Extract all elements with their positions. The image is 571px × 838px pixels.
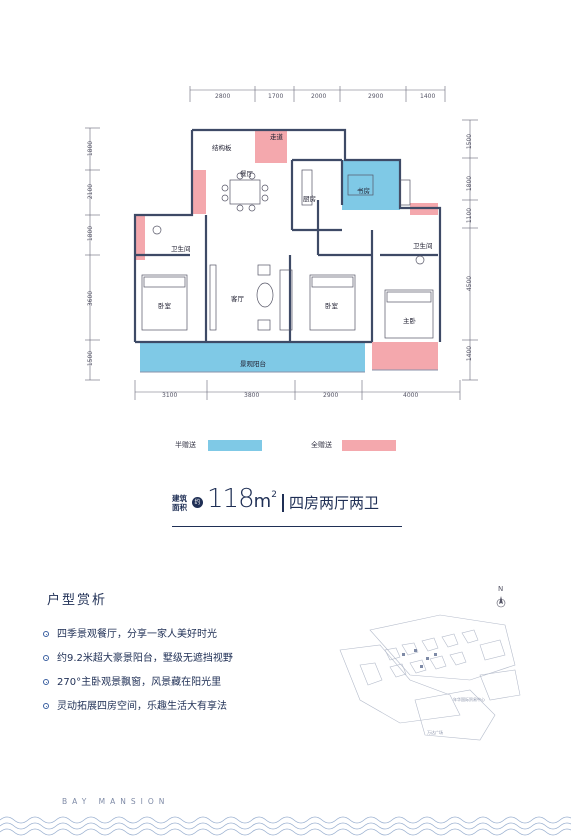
room-structure-board: 结构板 xyxy=(212,144,232,152)
area-value-group: 118m2 xyxy=(207,484,277,514)
feature-item: 四季景观餐厅，分享一家人美好时光 xyxy=(43,625,363,649)
dim-left-5: 1500 xyxy=(87,350,95,367)
floor-plan: 结构板 走道 餐厅 厨房 书房 卫生间 卫生间 客厅 卧室 卧室 主卧 景观阳台… xyxy=(85,86,478,400)
dim-top-3: 2000 xyxy=(311,93,327,100)
legend: 半赠送 全赠送 xyxy=(175,438,405,454)
room-master: 主卧 xyxy=(403,317,416,325)
legend-full-gift-label: 全赠送 xyxy=(311,441,332,449)
dim-right-3: 1100 xyxy=(466,207,474,224)
dim-left-1: 1800 xyxy=(87,140,95,157)
wave-decoration xyxy=(0,816,571,836)
feature-item: 270°主卧观景飘窗，风景藏在阳光里 xyxy=(43,673,363,697)
area-approx-mark: 约 xyxy=(194,499,201,506)
dim-left-2: 2100 xyxy=(87,183,95,200)
dim-bottom-4: 4000 xyxy=(403,392,419,399)
feature-item: 约9.2米超大豪景阳台，墅级无遮挡视野 xyxy=(43,649,363,673)
bullet-icon xyxy=(43,655,49,661)
room-living: 客厅 xyxy=(231,295,244,303)
room-study: 书房 xyxy=(357,187,370,195)
dim-top-2: 1700 xyxy=(268,93,284,100)
site-map: N 年华国际贸易中心 万达广 xyxy=(330,585,530,750)
area-title: 建筑 面积 约 118m2 四房两厅两卫 xyxy=(172,484,412,524)
bullet-icon xyxy=(43,703,49,709)
section-title: 户型赏析 xyxy=(47,593,108,608)
dim-right-2: 1800 xyxy=(466,175,474,192)
compass-label: N xyxy=(498,585,504,593)
room-bedroom2: 卧室 xyxy=(325,302,338,310)
bullet-icon xyxy=(43,679,49,685)
area-unit: m xyxy=(253,491,272,512)
legend-half-gift-label: 半赠送 xyxy=(175,441,196,449)
room-corridor: 走道 xyxy=(270,133,283,141)
dim-right-4: 4500 xyxy=(466,275,474,292)
legend-full-gift-swatch xyxy=(342,440,396,451)
dim-top-1: 2800 xyxy=(215,93,231,100)
room-dining: 餐厅 xyxy=(240,170,253,178)
area-approx-badge: 约 xyxy=(192,497,203,508)
site-map-drawing xyxy=(339,614,521,741)
brand-text: BAY MANSION xyxy=(62,797,170,806)
room-bath2: 卫生间 xyxy=(413,242,433,250)
dim-bottom-3: 2900 xyxy=(323,392,339,399)
compass-icon xyxy=(496,596,506,608)
dim-bottom-1: 3100 xyxy=(162,392,178,399)
feature-item: 灵动拓展四房空间，乐趣生活大有享法 xyxy=(43,697,363,721)
dim-left-3: 1800 xyxy=(87,225,95,242)
area-divider xyxy=(282,494,284,512)
room-balcony: 景观阳台 xyxy=(240,360,266,368)
area-label-line2: 面积 xyxy=(172,503,187,512)
feature-text: 灵动拓展四房空间，乐趣生活大有享法 xyxy=(57,701,227,712)
feature-text: 约9.2米超大豪景阳台，墅级无遮挡视野 xyxy=(57,653,233,664)
feature-text: 四季景观餐厅，分享一家人美好时光 xyxy=(57,629,217,640)
room-bath1: 卫生间 xyxy=(171,245,191,253)
area-unit-sup: 2 xyxy=(271,490,277,500)
room-bedroom1: 卧室 xyxy=(158,302,171,310)
room-kitchen: 厨房 xyxy=(303,195,316,203)
layout-name: 四房两厅两卫 xyxy=(289,494,380,512)
dim-top-4: 2900 xyxy=(368,93,384,100)
dim-right-5: 1400 xyxy=(466,345,474,362)
bullet-icon xyxy=(43,631,49,637)
area-label-line1: 建筑 xyxy=(172,494,187,503)
map-label-center: 年华国际贸易中心 xyxy=(453,697,485,702)
dim-left-4: 3600 xyxy=(87,290,95,307)
dim-right-1: 1500 xyxy=(466,133,474,150)
legend-half-gift-swatch xyxy=(208,440,262,451)
area-value: 118 xyxy=(207,484,255,514)
dim-top-5: 1400 xyxy=(420,93,436,100)
map-label-plaza: 万达广场 xyxy=(427,730,443,735)
floor-plan-drawing xyxy=(85,86,478,400)
dim-bottom-2: 3800 xyxy=(244,392,260,399)
title-underline xyxy=(172,526,402,527)
feature-list: 四季景观餐厅，分享一家人美好时光 约9.2米超大豪景阳台，墅级无遮挡视野 270… xyxy=(43,625,363,721)
feature-text: 270°主卧观景飘窗，风景藏在阳光里 xyxy=(57,677,222,688)
